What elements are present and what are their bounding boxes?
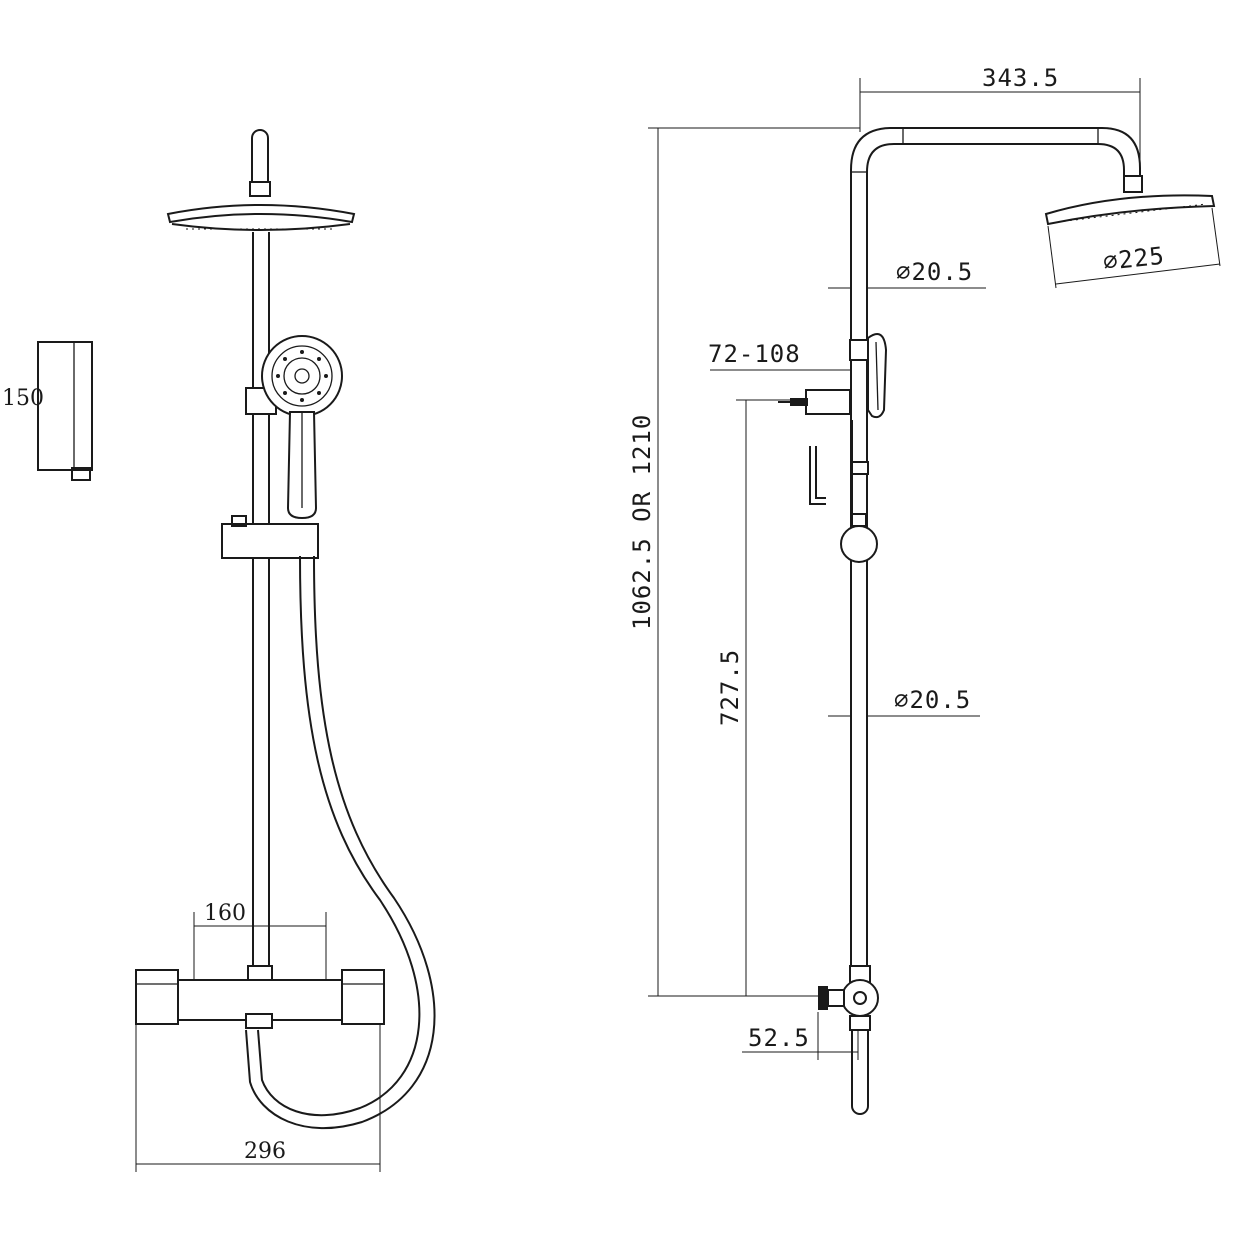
dim-overall-height: 1062.5 OR 1210 xyxy=(628,414,656,630)
dim-bracket-range: 72-108 xyxy=(708,340,801,368)
side-view xyxy=(778,127,1216,1115)
dim-bracket-height-line xyxy=(736,399,790,996)
dim-bracket-height: 727.5 xyxy=(716,649,744,726)
dim-valve-spacing: 160 xyxy=(204,901,246,926)
dim-pipe-diameter-bottom: ∅20.5 xyxy=(894,686,971,714)
dim-head-line xyxy=(1047,207,1221,289)
dim-valve-width: 296 xyxy=(244,1139,286,1164)
wall-box-drawing xyxy=(37,341,93,481)
dim-arm-reach-line xyxy=(859,78,1141,170)
dim-inlet-offset-line xyxy=(742,1012,859,1060)
dim-head-diameter: ∅225 xyxy=(1102,242,1166,276)
front-view xyxy=(135,129,436,1130)
dim-overall-height-line xyxy=(648,127,860,997)
dim-inlet-offset: 52.5 xyxy=(748,1024,810,1052)
dim-pipe-diameter-top: ∅20.5 xyxy=(896,258,973,286)
dim-arm-reach: 343.5 xyxy=(982,64,1059,92)
dim-left-box-height: 150 xyxy=(2,386,44,411)
dim-valve-spacing-line xyxy=(193,912,327,980)
dim-valve-width-line xyxy=(135,1024,381,1172)
